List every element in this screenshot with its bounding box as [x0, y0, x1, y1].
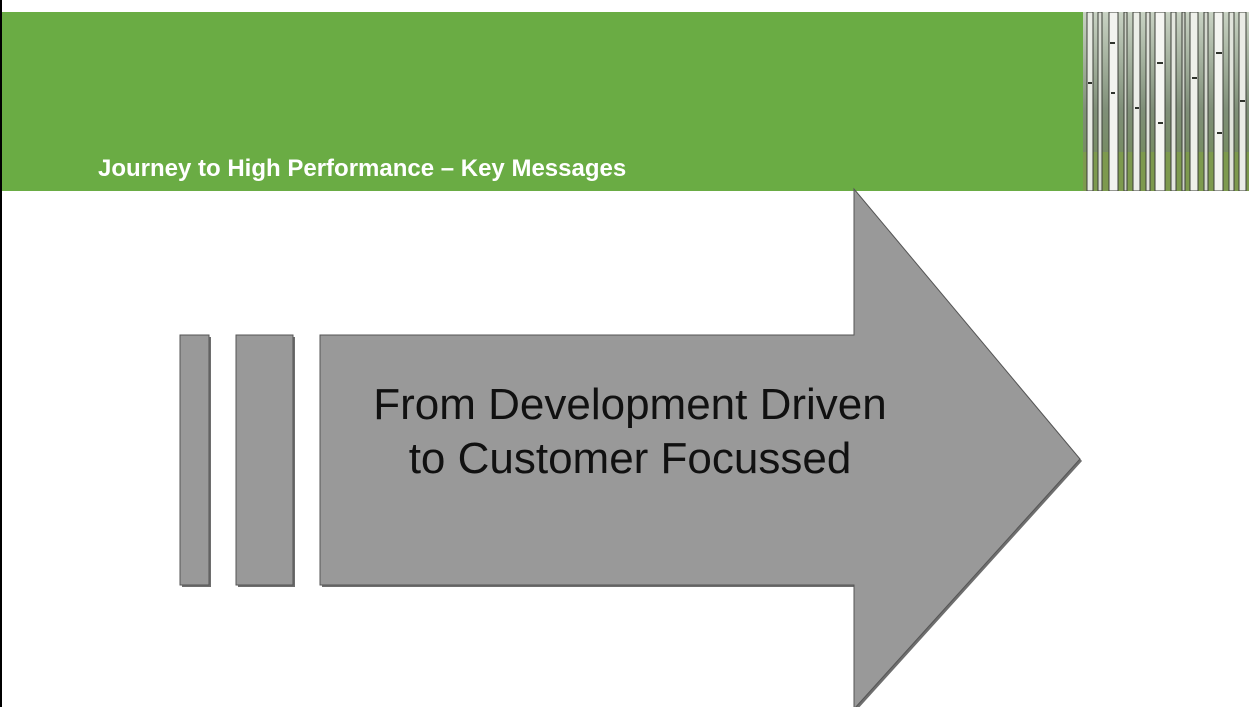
header-band-fill	[2, 12, 1083, 191]
arrow-tail-bar-2	[235, 334, 294, 586]
header-band	[2, 12, 1083, 191]
arrow-message: From Development Driven to Customer Focu…	[320, 378, 940, 486]
arrow-body	[179, 187, 1081, 707]
arrow-head	[319, 187, 1081, 707]
arrow-message-line-1: From Development Driven	[373, 380, 887, 429]
birch-forest-photo	[1083, 12, 1249, 191]
arrow-tail-bar-1	[179, 334, 210, 586]
slide-title: Journey to High Performance – Key Messag…	[98, 155, 627, 182]
left-border	[0, 0, 2, 707]
arrow-message-line-2: to Customer Focussed	[408, 434, 852, 483]
top-margin	[0, 0, 1249, 12]
